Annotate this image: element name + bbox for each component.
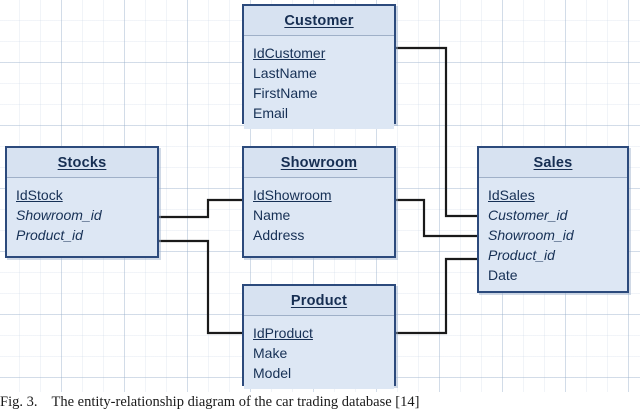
figure-caption: Fig. 3. The entity-relationship diagram …: [0, 394, 640, 416]
entity-showroom-header: Showroom: [244, 148, 394, 178]
entity-showroom[interactable]: Showroom IdShowroom Name Address: [242, 146, 396, 258]
entity-sales[interactable]: Sales IdSales Customer_id Showroom_id Pr…: [477, 146, 629, 293]
attribute-row: LastName: [253, 65, 317, 81]
entity-product-header: Product: [244, 286, 394, 316]
attribute-row: Address: [253, 227, 305, 243]
connector-showroom-sales: [396, 198, 477, 238]
entity-stocks-title: Stocks: [57, 154, 107, 171]
entity-stocks-header: Stocks: [7, 148, 157, 178]
entity-stocks[interactable]: Stocks IdStock Showroom_id Product_id: [5, 146, 159, 258]
attribute-row: Showroom_id: [488, 227, 574, 243]
entity-sales-attributes: IdSales Customer_id Showroom_id Product_…: [479, 178, 627, 291]
attribute-row: FirstName: [253, 85, 318, 101]
attribute-row: IdSales: [488, 187, 535, 203]
attribute-row: Make: [253, 345, 288, 361]
entity-customer-attributes: IdCustomer LastName FirstName Email: [244, 36, 394, 129]
entity-sales-title: Sales: [533, 154, 573, 171]
attribute-row: IdStock: [16, 187, 63, 203]
entity-product[interactable]: Product IdProduct Make Model: [242, 284, 396, 389]
entity-showroom-title: Showroom: [280, 154, 358, 171]
entity-showroom-attributes: IdShowroom Name Address: [244, 178, 394, 251]
attribute-row: Email: [253, 105, 289, 121]
relationship-connectors: [159, 46, 477, 335]
entity-sales-header: Sales: [479, 148, 627, 178]
entity-product-attributes: IdProduct Make Model: [244, 316, 394, 389]
connector-stocks-product: [159, 239, 242, 335]
attribute-row: Name: [253, 207, 291, 223]
attribute-row: Showroom_id: [16, 207, 102, 223]
connector-customer-sales: [396, 46, 477, 218]
entity-customer[interactable]: Customer IdCustomer LastName FirstName E…: [242, 4, 396, 129]
er-diagram-canvas: Customer IdCustomer LastName FirstName E…: [0, 0, 640, 392]
attribute-row: Product_id: [16, 227, 83, 243]
figure-caption-label: Fig. 3.: [0, 394, 38, 410]
connector-stocks-showroom: [159, 198, 242, 219]
attribute-row: IdCustomer: [253, 45, 326, 61]
entity-stocks-attributes: IdStock Showroom_id Product_id: [7, 178, 157, 251]
entity-customer-title: Customer: [284, 12, 354, 29]
attribute-row: Product_id: [488, 247, 555, 263]
attribute-row: Model: [253, 365, 292, 381]
attribute-row: Date: [488, 267, 518, 283]
entity-product-title: Product: [290, 292, 348, 309]
connector-product-sales: [396, 257, 477, 335]
attribute-row: Customer_id: [488, 207, 568, 223]
entity-customer-header: Customer: [244, 6, 394, 36]
figure-caption-text: The entity-relationship diagram of the c…: [51, 394, 420, 410]
attribute-row: IdProduct: [253, 325, 313, 341]
attribute-row: IdShowroom: [253, 187, 332, 203]
